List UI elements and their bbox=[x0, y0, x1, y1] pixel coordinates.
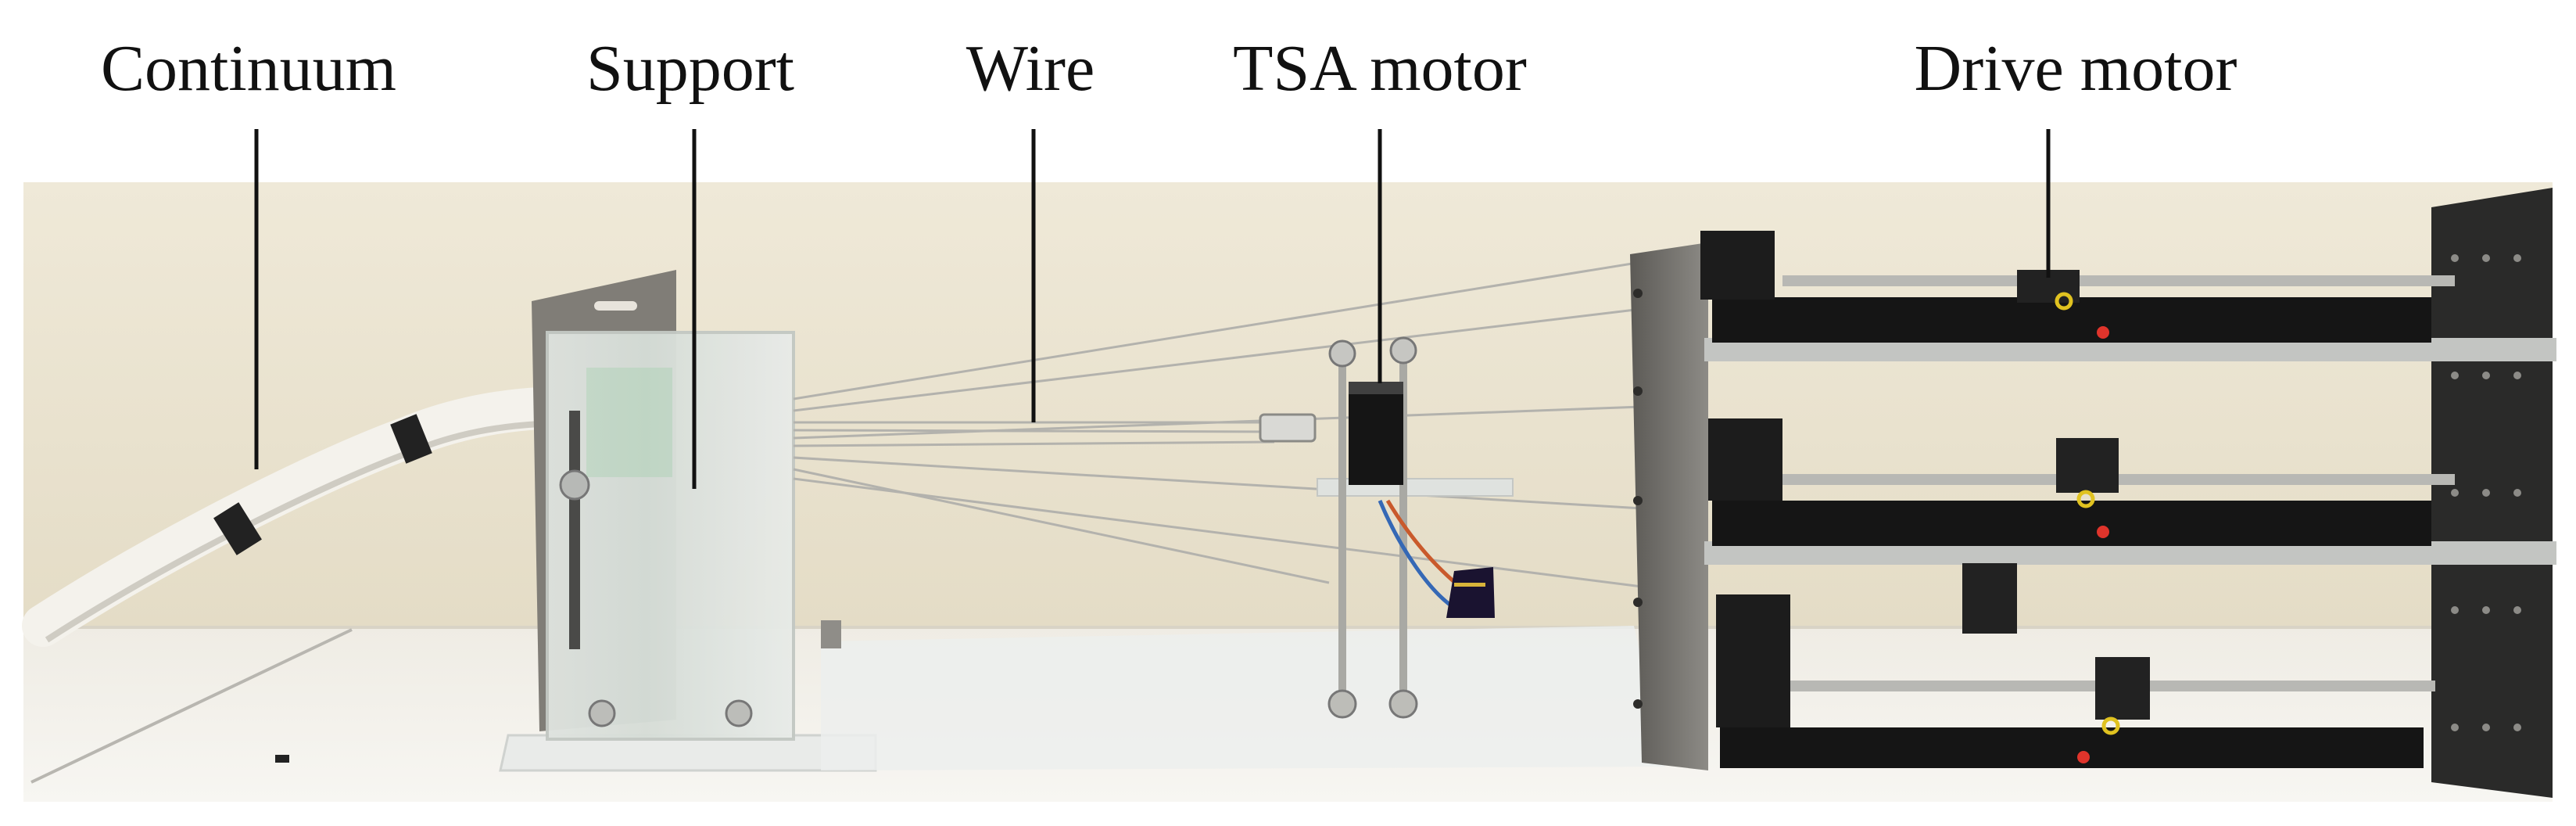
tsa-nut-top-left bbox=[1328, 339, 1356, 368]
support-vertical-slot bbox=[569, 411, 580, 649]
label-wire: Wire bbox=[966, 32, 1095, 105]
support-screw-bottom-left bbox=[588, 699, 616, 727]
drive-rail-3 bbox=[1720, 727, 2424, 768]
drive-carriage-2 bbox=[2056, 438, 2119, 493]
tsa-motor-leads bbox=[1378, 500, 1460, 612]
drive-limit-2 bbox=[2076, 490, 2095, 508]
drive-rack-frame bbox=[1630, 242, 1708, 770]
main-base-plate bbox=[821, 626, 1665, 770]
continuum-band-1 bbox=[213, 502, 262, 555]
floor-reflection bbox=[30, 628, 353, 784]
continuum-tube bbox=[22, 387, 561, 647]
drive-screw-1 bbox=[1782, 275, 2455, 286]
drive-rail-2 bbox=[1712, 501, 2431, 546]
tsa-blue-object bbox=[1446, 567, 1495, 618]
support-acrylic-panel bbox=[546, 331, 795, 741]
label-drive-motor: Drive motor bbox=[1914, 32, 2237, 105]
drive-limit-3 bbox=[2101, 716, 2120, 735]
drive-rack-holes bbox=[1633, 289, 1643, 709]
drive-carriage-3b bbox=[2095, 657, 2150, 720]
drive-rack-back-holes bbox=[2451, 254, 2521, 731]
label-support: Support bbox=[586, 32, 795, 105]
tsa-foot-right bbox=[1388, 689, 1418, 719]
label-tsa-motor: TSA motor bbox=[1233, 32, 1527, 105]
support-screw-bottom-right bbox=[725, 699, 753, 727]
drive-motor-block-2 bbox=[1708, 418, 1782, 501]
support-green-tint bbox=[586, 368, 672, 477]
tsa-shaft-coupler bbox=[1259, 413, 1317, 443]
drive-indicator-1 bbox=[2097, 326, 2109, 339]
continuum-band-2 bbox=[390, 414, 432, 464]
tsa-motor-body bbox=[1349, 383, 1403, 485]
tsa-acrylic-platform bbox=[1317, 478, 1514, 497]
drive-motor-block-3 bbox=[1716, 594, 1790, 727]
drive-carriage-3 bbox=[1962, 563, 2017, 634]
drive-limit-1 bbox=[2055, 292, 2073, 311]
leader-lines bbox=[254, 129, 2051, 489]
continuum-tube-shade bbox=[45, 421, 540, 643]
drive-indicator-3 bbox=[2077, 751, 2090, 763]
drive-indicator-2 bbox=[2097, 526, 2109, 538]
drive-motor-block-1 bbox=[1700, 231, 1775, 300]
small-debris bbox=[275, 755, 289, 763]
tsa-yellow-wire bbox=[1454, 583, 1485, 587]
support-screw-top bbox=[559, 469, 590, 501]
tsa-support-rod-left bbox=[1338, 352, 1346, 704]
tsa-nut-top-right bbox=[1389, 336, 1417, 365]
label-continuum: Continuum bbox=[100, 32, 397, 105]
support-slot bbox=[594, 301, 637, 311]
tsa-foot-left bbox=[1327, 689, 1357, 719]
corner-bracket bbox=[821, 620, 841, 648]
tsa-motor-face bbox=[1349, 382, 1403, 394]
